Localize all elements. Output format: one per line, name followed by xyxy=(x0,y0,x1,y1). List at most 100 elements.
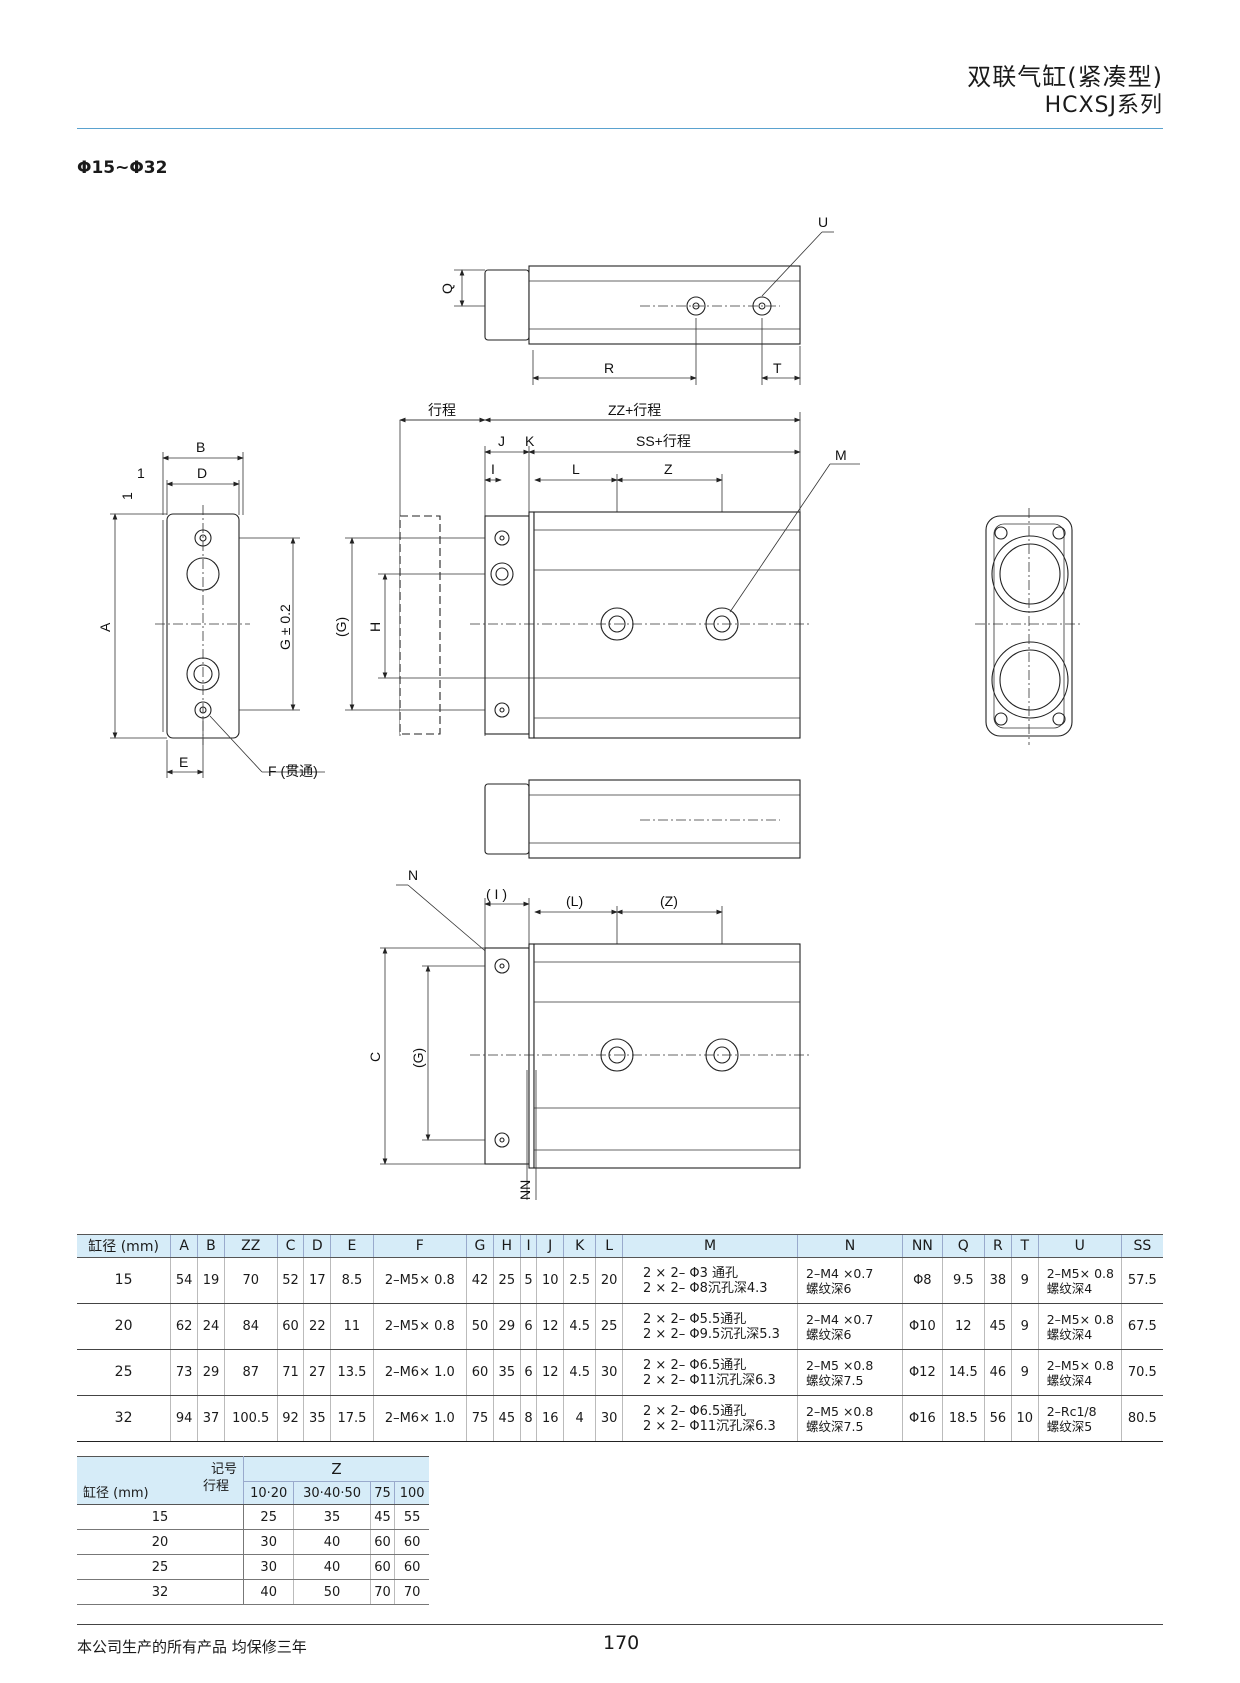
spec-cell: 37 xyxy=(197,1395,225,1442)
spec-cell-line: 10 xyxy=(1016,1411,1034,1426)
z-value-cell: 60 xyxy=(369,1554,395,1580)
spec-cell: 52 xyxy=(276,1257,304,1304)
spec-cell: 12 xyxy=(536,1303,564,1350)
spec-cell-line: 27 xyxy=(309,1365,326,1380)
z-table: 记号 行程 缸径 (mm) Z 10·20 30·40·50 75 100 15… xyxy=(77,1456,429,1605)
spec-cell: 29 xyxy=(197,1349,225,1396)
footer-rule xyxy=(77,1624,1163,1625)
label-SS: SS+行程 xyxy=(636,433,691,449)
z-stroke-col: 10·20 xyxy=(243,1481,294,1505)
spec-cell-line: 2–M5× 0.8 xyxy=(384,1319,455,1334)
spec-cell-line: 2–M5 ×0.8 xyxy=(806,1403,874,1419)
spec-cell-line: 4 xyxy=(575,1411,584,1426)
spec-cell-line: 60 xyxy=(471,1365,489,1380)
spec-cell-line: 螺纹深4 xyxy=(1046,1326,1093,1342)
spec-cell: 70.5 xyxy=(1120,1349,1163,1396)
spec-cell-line: 18.5 xyxy=(948,1411,978,1426)
spec-cell: 80.5 xyxy=(1120,1395,1163,1442)
label-B: B xyxy=(196,439,205,455)
bottom-body xyxy=(533,943,801,1169)
lower-top-view xyxy=(484,779,801,859)
spec-cell-line: 50 xyxy=(471,1319,489,1334)
spec-cell: 10 xyxy=(1010,1395,1039,1442)
spec-cell: 11 xyxy=(330,1303,374,1350)
z-value-cell: 45 xyxy=(369,1504,395,1530)
z-value-cell: 70 xyxy=(394,1579,429,1605)
spec-cell: 10 xyxy=(536,1257,564,1304)
label-F: F (贯通) xyxy=(268,763,318,779)
spec-cell-line: 2–M4 ×0.7 xyxy=(806,1265,874,1281)
spec-cell-line: 25 xyxy=(600,1319,618,1334)
spec-table: 缸径 (mm) A B ZZ C D E F G H I J K L M N N… xyxy=(77,1234,1163,1442)
spec-col-bore: 缸径 (mm) xyxy=(77,1234,171,1258)
label-G-paren: (G) xyxy=(333,617,349,637)
spec-cell-line: 22 xyxy=(309,1319,326,1334)
label-L: L xyxy=(572,461,580,477)
spec-cell: 46 xyxy=(983,1349,1012,1396)
technical-drawing: U Q R T 行程 ZZ+行程 J K SS+行程 I L Z xyxy=(97,214,1083,1200)
spec-cell-line: 2 × 2– Φ8沉孔深4.3 xyxy=(643,1280,768,1296)
spec-cell: 18.5 xyxy=(941,1395,985,1442)
spec-cell-line: 73 xyxy=(175,1365,193,1380)
spec-cell: 30 xyxy=(595,1395,623,1442)
top-view: U Q R T xyxy=(439,214,834,385)
spec-col: H xyxy=(492,1234,521,1258)
spec-cell-line: 2 × 2– Φ3 通孔 xyxy=(643,1265,738,1281)
z-value-cell: 50 xyxy=(293,1579,371,1605)
z-corner-symbol: 记号 xyxy=(210,1462,237,1477)
spec-cell-line: 螺纹深7.5 xyxy=(806,1418,864,1434)
spec-cell-line: 2–M4 ×0.7 xyxy=(806,1311,874,1327)
label-I: I xyxy=(491,461,495,477)
front-view: 行程 ZZ+行程 J K SS+行程 I L Z M xyxy=(333,402,860,739)
spec-cell-line: 29 xyxy=(202,1365,220,1380)
spec-cell-line: 8.5 xyxy=(341,1273,363,1288)
spec-col: T xyxy=(1010,1234,1039,1258)
spec-cell: Φ10 xyxy=(902,1303,943,1350)
label-ZZ: ZZ+行程 xyxy=(608,402,661,418)
spec-cell-line: 9 xyxy=(1020,1365,1029,1380)
spec-cell: 9 xyxy=(1010,1257,1039,1304)
spec-cell: Φ16 xyxy=(902,1395,943,1442)
spec-cell-line: 9 xyxy=(1020,1319,1029,1334)
spec-cell-line: 螺纹深6 xyxy=(806,1280,852,1296)
label-stroke: 行程 xyxy=(428,402,456,418)
z-value-cell: 40 xyxy=(293,1554,371,1580)
z-table-title: Z xyxy=(243,1456,429,1482)
z-bore-cell: 20 xyxy=(77,1529,244,1555)
spec-cell-line: 2–Rc1/8 xyxy=(1046,1403,1097,1419)
spec-cell: 9 xyxy=(1010,1303,1039,1350)
label-M: M xyxy=(835,447,847,463)
spec-cell-line: 71 xyxy=(282,1365,299,1380)
spec-cell-line: 2 × 2– Φ9.5沉孔深5.3 xyxy=(643,1326,780,1342)
spec-cell: Φ12 xyxy=(902,1349,943,1396)
spec-cell-line: 14.5 xyxy=(948,1365,978,1380)
spec-cell-line: 12 xyxy=(541,1319,559,1334)
spec-cell-line: 94 xyxy=(175,1411,193,1426)
spec-cell: 57.5 xyxy=(1120,1257,1163,1304)
spec-cell-line: 29 xyxy=(498,1319,516,1334)
spec-col: E xyxy=(330,1234,374,1258)
z-bore-cell: 15 xyxy=(77,1504,244,1530)
spec-cell-line: 8 xyxy=(524,1411,533,1426)
label-I-paren: ( I ) xyxy=(486,886,507,902)
spec-cell-line: 87 xyxy=(242,1365,259,1380)
label-G-paren-bottom: (G) xyxy=(410,1048,426,1068)
spec-cell-line: 35 xyxy=(309,1411,326,1426)
z-value-cell: 60 xyxy=(394,1554,429,1580)
label-one-h: 1 xyxy=(137,465,145,481)
spec-cell: 2–M6× 1.0 xyxy=(372,1349,467,1396)
spec-cell: 56 xyxy=(983,1395,1012,1442)
spec-cell-line: 37 xyxy=(202,1411,220,1426)
spec-col: A xyxy=(170,1234,198,1258)
spec-cell-line: 25 xyxy=(114,1364,133,1380)
spec-cell-line: Φ10 xyxy=(908,1319,936,1334)
z-value-cell: 55 xyxy=(394,1504,429,1530)
spec-cell-line: 2–M5× 0.8 xyxy=(384,1273,455,1288)
